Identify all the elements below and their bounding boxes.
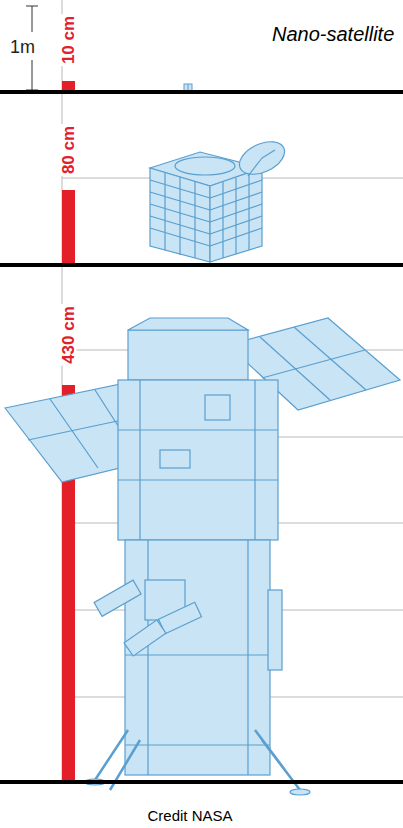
large-satellite <box>5 318 400 795</box>
dimension-label: 10 cm <box>60 14 77 66</box>
baselines <box>0 92 403 782</box>
dimension-label: 430 cm <box>60 304 77 366</box>
credit-caption: Credit NASA <box>147 808 232 823</box>
small-satellite <box>150 135 290 262</box>
dimension-label: 80 cm <box>60 124 77 176</box>
scale-label: 1m <box>10 38 35 56</box>
satellite-label: Nano-satellite <box>272 24 394 44</box>
